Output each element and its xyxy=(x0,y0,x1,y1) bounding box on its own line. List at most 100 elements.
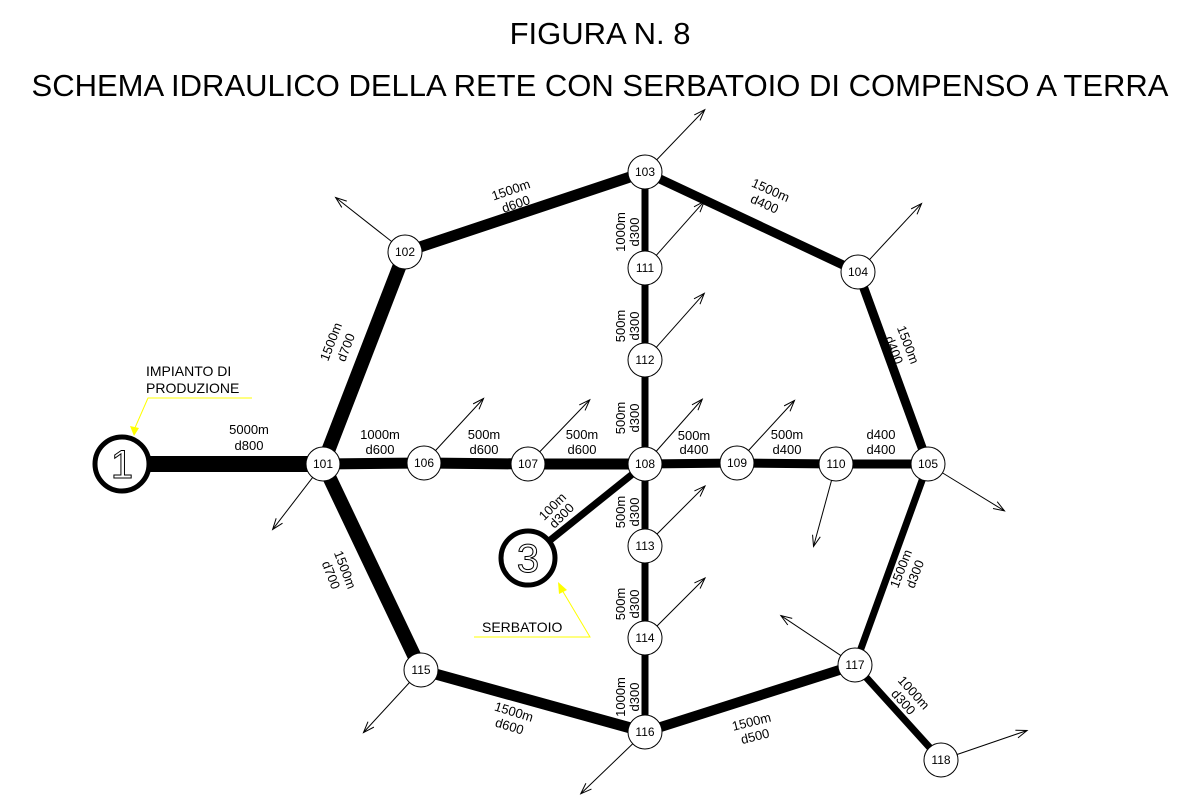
node-108: 108 xyxy=(627,446,663,482)
node-circle xyxy=(627,714,663,750)
node-111: 111 xyxy=(627,250,663,286)
plant-leader xyxy=(130,397,252,436)
pipe-diameter-label: d400 xyxy=(680,442,709,457)
node-101: 101 xyxy=(305,446,341,482)
node-115: 115 xyxy=(403,652,439,688)
pipe-length-label: 1000m xyxy=(360,427,400,442)
pipe-length-label: 5000m xyxy=(229,422,269,437)
demand-arrow-110 xyxy=(812,480,833,548)
pipe-diameter-label: d300 xyxy=(627,312,642,341)
node-circle xyxy=(627,620,663,656)
node-circle xyxy=(627,154,663,190)
node-label: 103 xyxy=(635,165,655,179)
pipe-diameter-label: d800 xyxy=(235,438,264,453)
node-112: 112 xyxy=(627,342,663,378)
node-label: 116 xyxy=(635,725,654,739)
pipe-115-116 xyxy=(419,664,647,738)
node-106: 106 xyxy=(406,445,442,481)
pipe-105-117 xyxy=(851,462,932,667)
pipe-diameter-label: d300 xyxy=(627,498,642,527)
pipe-diameter-label: d400 xyxy=(867,442,896,457)
source-label: 1 xyxy=(111,443,133,487)
node-label: 104 xyxy=(848,265,868,279)
demand-arrow-102 xyxy=(334,196,392,242)
node-circle xyxy=(510,446,546,482)
pipe-length-label: d400 xyxy=(867,427,896,442)
pipe-102-103 xyxy=(403,166,647,258)
pipe-length-label: 500m xyxy=(613,496,628,529)
node-label: 115 xyxy=(411,663,430,677)
node-label: 108 xyxy=(635,457,655,471)
node-circle xyxy=(719,445,755,481)
pipe-103-104 xyxy=(643,167,860,277)
demand-arrow-108 xyxy=(655,398,704,452)
node-label: 114 xyxy=(635,631,654,645)
demand-arrow-115 xyxy=(362,682,410,734)
pipe-116-117 xyxy=(643,660,857,737)
demand-arrow-112 xyxy=(655,292,706,348)
diagram-title: FIGURA N. 8 xyxy=(509,16,691,51)
node-label: 117 xyxy=(845,658,864,672)
demand-arrow-104 xyxy=(869,202,923,260)
plant-label-line2: PRODUZIONE xyxy=(146,380,239,396)
node-label: 112 xyxy=(635,353,654,367)
node-114: 114 xyxy=(627,620,663,656)
source-src3: 3 xyxy=(498,528,558,588)
pipe-diameter-label: d600 xyxy=(470,442,499,457)
node-circle xyxy=(910,446,946,482)
demand-arrow-114 xyxy=(656,576,707,627)
pipe-diameter-label: d500 xyxy=(739,725,771,747)
pipe-101-115 xyxy=(316,460,428,674)
demand-arrows xyxy=(271,108,1029,795)
source-src1: 1 xyxy=(92,434,152,494)
node-116: 116 xyxy=(627,714,663,750)
diagram-subtitle: SCHEMA IDRAULICO DELLA RETE CON SERBATOI… xyxy=(31,68,1169,103)
annotations: IMPIANTO DI PRODUZIONE SERBATOIO xyxy=(146,363,563,635)
demand-arrow-101 xyxy=(271,477,314,531)
node-105: 105 xyxy=(910,446,946,482)
demand-arrow-111 xyxy=(655,200,706,256)
source-circle xyxy=(498,528,558,588)
node-109: 109 xyxy=(719,445,755,481)
node-118: 118 xyxy=(923,742,959,778)
pipe-diameter-label: d300 xyxy=(627,590,642,619)
node-circle xyxy=(305,446,341,482)
plant-label-line1: IMPIANTO DI xyxy=(146,363,231,379)
pipe-length-label: 500m xyxy=(613,402,628,435)
pipe-length-label: 1000m xyxy=(613,677,628,717)
node-label: 110 xyxy=(826,457,845,471)
demand-arrow-103 xyxy=(656,108,706,161)
source-circle xyxy=(92,434,152,494)
pipe-length-label: 500m xyxy=(468,427,501,442)
node-circle xyxy=(923,742,959,778)
tank-leader xyxy=(474,582,591,638)
pipe-diameter-label: d300 xyxy=(627,218,642,247)
demand-arrow-106 xyxy=(435,397,485,451)
pipe-length-label: 500m xyxy=(613,310,628,343)
node-107: 107 xyxy=(510,446,546,482)
node-circle xyxy=(403,652,439,688)
pipe-length-label: 500m xyxy=(678,428,711,443)
node-circle xyxy=(818,446,854,482)
node-110: 110 xyxy=(818,446,854,482)
node-circle xyxy=(627,342,663,378)
pipe-length-label: 500m xyxy=(771,427,804,442)
node-label: 113 xyxy=(635,539,654,553)
node-label: 105 xyxy=(918,457,938,471)
demand-arrow-113 xyxy=(656,484,707,535)
node-label: 118 xyxy=(931,753,950,767)
